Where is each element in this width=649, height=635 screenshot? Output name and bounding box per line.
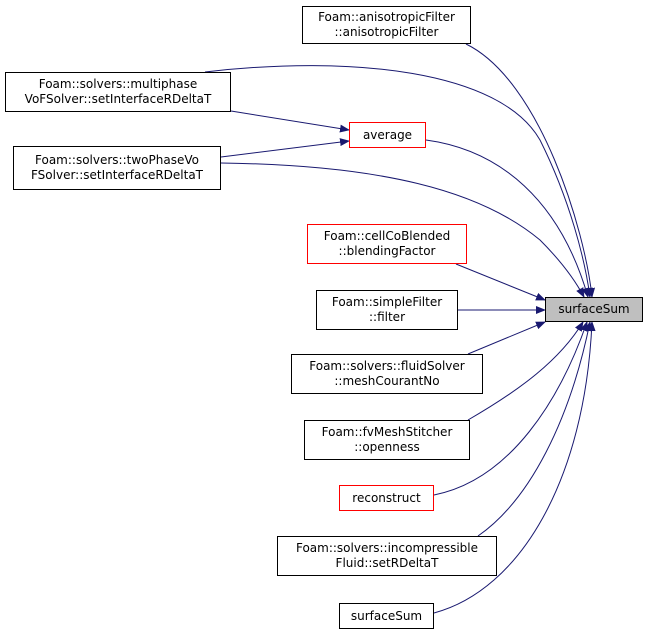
- node-average[interactable]: average: [349, 122, 426, 148]
- node-reconstruct[interactable]: reconstruct: [339, 485, 434, 511]
- node-label: reconstruct: [352, 490, 421, 505]
- edge-reconstruct: [433, 321, 588, 496]
- edge-aniso: [465, 43, 596, 298]
- node-label: ::anisotropicFilter: [334, 25, 439, 39]
- node-anisotropic-filter[interactable]: Foam::anisotropicFilter::anisotropicFilt…: [302, 6, 471, 44]
- node-label: Foam::solvers::fluidSolver: [309, 359, 465, 373]
- edge-blend: [455, 263, 546, 301]
- node-label: surfaceSum: [558, 302, 630, 316]
- node-label: ::meshCourantNo: [334, 374, 440, 388]
- node-label: ::blendingFactor: [338, 244, 436, 258]
- edge-twophase: [220, 162, 585, 298]
- node-label: FSolver::setInterfaceRDeltaT: [30, 168, 204, 182]
- node-surface-sum-target: surfaceSum: [545, 297, 643, 322]
- edge-courant: [467, 321, 546, 355]
- edge-multi-average: [230, 110, 350, 133]
- edge-multi: [204, 65, 593, 298]
- node-blending-factor[interactable]: Foam::cellCoBlended::blendingFactor: [307, 224, 467, 264]
- node-label: average: [362, 127, 413, 142]
- node-label: Foam::solvers::twoPhaseVo: [35, 153, 199, 167]
- node-openness[interactable]: Foam::fvMeshStitcher::openness: [304, 420, 470, 460]
- node-label: Foam::simpleFilter: [331, 295, 443, 309]
- node-label: Foam::anisotropicFilter: [318, 10, 455, 24]
- node-label: Foam::solvers::multiphase: [38, 77, 198, 91]
- node-label: Foam::solvers::incompressible: [295, 541, 479, 555]
- node-label: Foam::cellCoBlended: [323, 229, 451, 243]
- edge-average: [425, 139, 590, 298]
- edge-twophase-average: [220, 138, 350, 158]
- node-label: surfaceSum: [350, 608, 423, 623]
- edge-ssum: [433, 321, 596, 614]
- node-label: Fluid::setRDeltaT: [335, 556, 439, 570]
- edge-openness: [467, 321, 584, 421]
- node-label: ::openness: [354, 440, 420, 454]
- node-surface-sum-caller[interactable]: surfaceSum: [339, 603, 434, 629]
- node-label: ::filter: [369, 310, 405, 324]
- node-simple-filter[interactable]: Foam::simpleFilter::filter: [316, 290, 458, 330]
- node-label: Foam::fvMeshStitcher: [321, 425, 453, 439]
- node-label: VoFSolver::setInterfaceRDeltaT: [24, 92, 212, 106]
- node-mesh-courant-no[interactable]: Foam::solvers::fluidSolver::meshCourantN…: [291, 354, 483, 394]
- edge-incomp: [477, 321, 593, 537]
